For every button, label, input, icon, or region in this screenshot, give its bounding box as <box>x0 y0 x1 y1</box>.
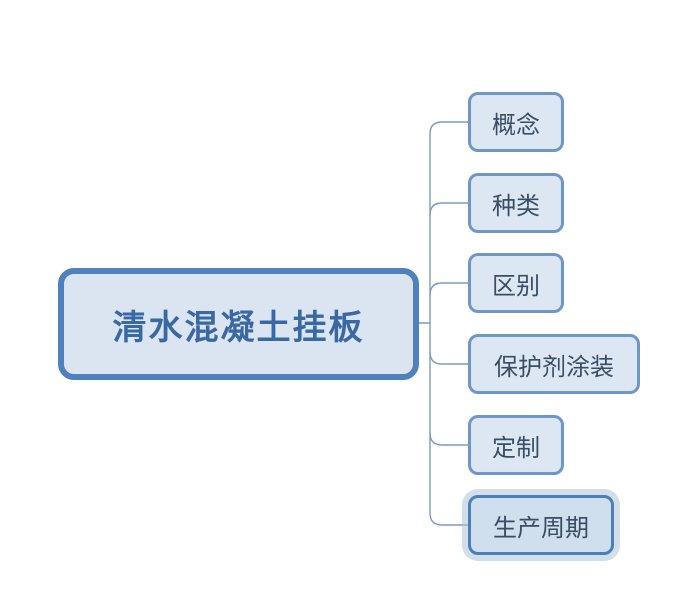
node-difference[interactable]: 区别 <box>468 253 564 313</box>
connector-branch-difference <box>429 282 469 296</box>
node-concept-label: 概念 <box>492 111 540 139</box>
node-concept[interactable]: 概念 <box>468 92 564 152</box>
node-types[interactable]: 种类 <box>468 173 564 233</box>
node-production-cycle-label: 生产周期 <box>493 514 589 542</box>
root-node[interactable]: 清水混凝土挂板 <box>58 268 419 380</box>
connector-branch-types <box>429 202 469 216</box>
node-difference-label: 区别 <box>492 272 540 300</box>
node-types-label: 种类 <box>492 192 540 220</box>
root-node-label: 清水混凝土挂板 <box>112 308 365 347</box>
connector-branch-production-cycle <box>429 322 469 526</box>
node-protective-coating[interactable]: 保护剂涂装 <box>468 334 640 394</box>
node-customization[interactable]: 定制 <box>468 415 564 475</box>
node-protective-coating-label: 保护剂涂装 <box>494 353 614 381</box>
connector-branch-customization <box>429 432 469 446</box>
node-production-cycle-selected[interactable]: 生产周期 <box>468 495 614 555</box>
node-customization-label: 定制 <box>492 434 540 462</box>
connector-branch-concept <box>429 121 469 324</box>
connector-branch-protective-coating <box>429 351 469 365</box>
